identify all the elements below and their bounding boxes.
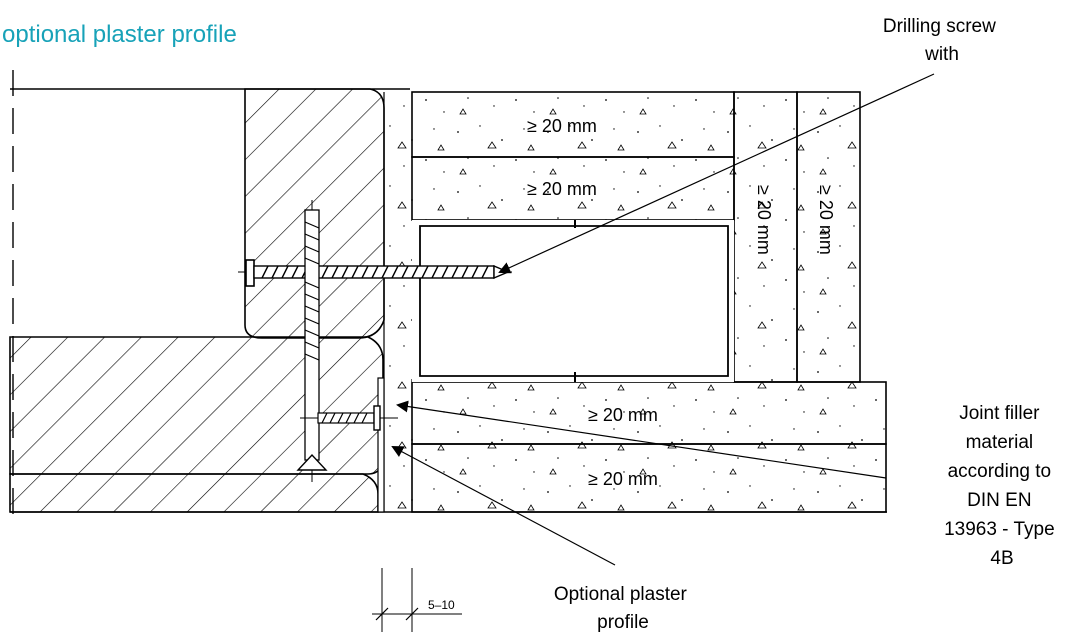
dim-board-top-2: ≥ 20 mm: [527, 179, 597, 199]
dim-board-bottom-2: ≥ 20 mm: [588, 469, 658, 489]
board-top-1: [411, 91, 735, 158]
gap-dimension: [372, 568, 462, 632]
board-bottom-2: [411, 443, 887, 513]
board-side-2: [796, 91, 861, 383]
drawing-title: optional plaster profile: [2, 21, 237, 48]
dim-board-bottom-1: ≥ 20 mm: [588, 405, 658, 425]
joint-filler-zone: [384, 92, 412, 512]
profile-screw: [300, 405, 398, 431]
leader-plaster-profile: [391, 446, 616, 566]
vertical-screw: [296, 200, 328, 482]
callout-plaster-profile: Optional plaster profile: [554, 584, 692, 633]
callout-drilling-screw: Drilling screw with: [883, 16, 1001, 65]
callout-joint-filler: Joint filler material according to DIN E…: [944, 403, 1060, 569]
dim-gap: 5–10: [428, 598, 455, 612]
leader-drilling-screw: [498, 73, 935, 274]
dim-board-side-1: ≥ 20 mm: [754, 185, 774, 255]
leader-joint-filler: [396, 400, 887, 479]
dim-board-side-2: ≥ 20 mm: [816, 185, 836, 255]
dim-board-top-1: ≥ 20 mm: [527, 116, 597, 136]
board-top-2: [411, 156, 735, 221]
steel-profile-cavity: [412, 220, 734, 382]
plaster-profile-strip: [377, 377, 385, 513]
timber-bottom-member: [9, 473, 379, 513]
timber-horizontal-beam: [9, 336, 384, 475]
